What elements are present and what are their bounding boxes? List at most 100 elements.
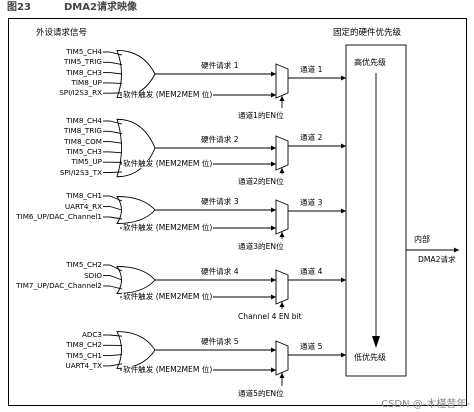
signal-wire bbox=[109, 363, 123, 367]
signal-label: SPI/I2S3_TX bbox=[59, 167, 102, 177]
signal-label: UART4_TX bbox=[65, 360, 102, 370]
software-trigger-arrow bbox=[271, 294, 276, 300]
signal-label: TIM5_CH2 bbox=[66, 260, 102, 269]
signal-wire bbox=[109, 171, 123, 173]
signal-wire bbox=[109, 72, 123, 75]
multiplexer bbox=[275, 135, 289, 171]
signal-label: SDIO bbox=[84, 270, 102, 280]
signal-wire bbox=[109, 51, 123, 56]
or-gate bbox=[116, 266, 156, 294]
signal-wire bbox=[109, 61, 123, 66]
signal-wire bbox=[109, 130, 123, 135]
low-priority-label: 低优先级 bbox=[354, 353, 386, 362]
en-bit-label: 通道5的EN位 bbox=[238, 389, 284, 398]
en-bit-label: Channel 4 EN bit bbox=[238, 312, 302, 321]
signal-label: TIM5_CH1 bbox=[66, 350, 102, 360]
signal-wire bbox=[109, 354, 123, 357]
signal-label: UART4_RX bbox=[64, 201, 102, 211]
or-gate bbox=[116, 196, 156, 224]
priority-arrow-head bbox=[372, 336, 380, 348]
software-trigger-label: 软件触发 (MEM2MEM 位) bbox=[122, 292, 214, 301]
hardware-request-arrow bbox=[271, 207, 276, 213]
signal-wire bbox=[109, 216, 123, 220]
multiplexer bbox=[275, 269, 289, 305]
hardware-request-arrow bbox=[271, 277, 276, 283]
en-bit-label: 通道1的EN位 bbox=[238, 111, 284, 120]
dma2-output-arrow bbox=[454, 247, 459, 253]
signal-label: TIM7_UP/DAC_Channel2 bbox=[16, 281, 102, 290]
or-gate bbox=[116, 331, 156, 369]
priority-box bbox=[345, 44, 407, 377]
channel-arrow bbox=[341, 352, 346, 358]
en-bit-arrow bbox=[279, 302, 285, 307]
channel-arrow bbox=[341, 277, 346, 283]
or-gate bbox=[116, 118, 156, 178]
en-bit-arrow bbox=[279, 96, 285, 101]
multiplexer bbox=[275, 340, 289, 376]
software-trigger-label: 软件触发 (MEM2MEM 位) bbox=[122, 365, 214, 374]
signal-label: TIM8_COM bbox=[64, 136, 102, 146]
en-bit-label: 通道2的EN位 bbox=[238, 177, 284, 186]
signal-label: SPI/I2S3_RX bbox=[59, 88, 102, 98]
software-trigger-arrow bbox=[271, 367, 276, 373]
channel-arrow bbox=[341, 75, 346, 81]
signal-label: TIM8_CH2 bbox=[66, 340, 102, 350]
en-bit-arrow bbox=[279, 373, 285, 378]
channel-label: 通道 4 bbox=[300, 267, 323, 276]
peripheral-header: 外设请求信号 bbox=[36, 28, 88, 38]
channel-arrow bbox=[341, 208, 346, 214]
signal-wire bbox=[109, 82, 123, 84]
hardware-request-label: 硬件请求 4 bbox=[201, 267, 239, 276]
hardware-request-arrow bbox=[271, 347, 276, 353]
channel-label: 通道 5 bbox=[300, 342, 323, 351]
signal-label: TIM8_TRIG bbox=[64, 126, 102, 136]
signal-wire bbox=[109, 120, 123, 125]
multiplexer bbox=[275, 63, 289, 99]
software-trigger-arrow bbox=[271, 161, 276, 167]
en-bit-label: 通道3的EN位 bbox=[238, 242, 284, 251]
multiplexer bbox=[275, 199, 289, 235]
signal-label: TIM8_CH3 bbox=[66, 67, 102, 77]
priority-header: 固定的硬件优先级 bbox=[333, 28, 402, 38]
figure-title: DMA2请求映像 bbox=[64, 2, 137, 13]
signal-wire bbox=[109, 264, 123, 272]
channel-label: 通道 3 bbox=[300, 198, 323, 207]
signal-wire bbox=[109, 206, 123, 211]
internal-label: 内部 bbox=[414, 235, 430, 244]
en-bit-arrow bbox=[279, 168, 285, 173]
hardware-request-arrow bbox=[271, 145, 276, 151]
software-trigger-label: 软件触发 (MEM2MEM 位) bbox=[122, 223, 214, 232]
hardware-request-label: 硬件请求 5 bbox=[201, 337, 239, 346]
software-trigger-arrow bbox=[271, 225, 276, 231]
high-priority-label: 高优先级 bbox=[354, 58, 386, 67]
channel-arrow bbox=[341, 143, 346, 149]
diagram-frame bbox=[8, 18, 467, 406]
signal-label: TIM5_CH4 bbox=[66, 47, 102, 56]
signal-wire bbox=[109, 334, 123, 337]
software-trigger-label: 软件触发 (MEM2MEM 位) bbox=[122, 90, 214, 99]
signal-wire bbox=[109, 151, 123, 154]
signal-wire bbox=[109, 275, 123, 281]
channel-label: 通道 2 bbox=[300, 133, 323, 142]
hardware-request-arrow bbox=[271, 71, 276, 77]
signal-label: TIM8_UP bbox=[71, 77, 102, 87]
software-trigger-label: 软件触发 (MEM2MEM 位) bbox=[122, 159, 214, 168]
signal-label: TIM6_UP/DAC_Channel1 bbox=[16, 212, 102, 221]
signal-label: TIM8_CH1 bbox=[66, 191, 102, 200]
figure-number: 图23 bbox=[7, 2, 31, 13]
en-bit-arrow bbox=[279, 232, 285, 237]
hardware-request-label: 硬件请求 2 bbox=[201, 135, 239, 144]
signal-wire bbox=[109, 141, 123, 144]
signal-label: TIM5_UP bbox=[71, 157, 102, 167]
signal-label: TIM5_TRIG bbox=[64, 57, 102, 67]
hardware-request-label: 硬件请求 1 bbox=[201, 61, 239, 70]
signal-wire bbox=[109, 285, 123, 290]
dma2-request-label: DMA2请求 bbox=[418, 255, 456, 264]
signal-label: TIM5_CH3 bbox=[66, 146, 102, 156]
watermark: CSDN @-木槿昔年- bbox=[381, 399, 470, 410]
software-trigger-arrow bbox=[271, 92, 276, 98]
channel-label: 通道 1 bbox=[300, 65, 323, 74]
signal-label: TIM8_CH4 bbox=[66, 116, 102, 125]
signal-label: ADC3 bbox=[81, 330, 102, 339]
signal-wire bbox=[109, 195, 123, 202]
